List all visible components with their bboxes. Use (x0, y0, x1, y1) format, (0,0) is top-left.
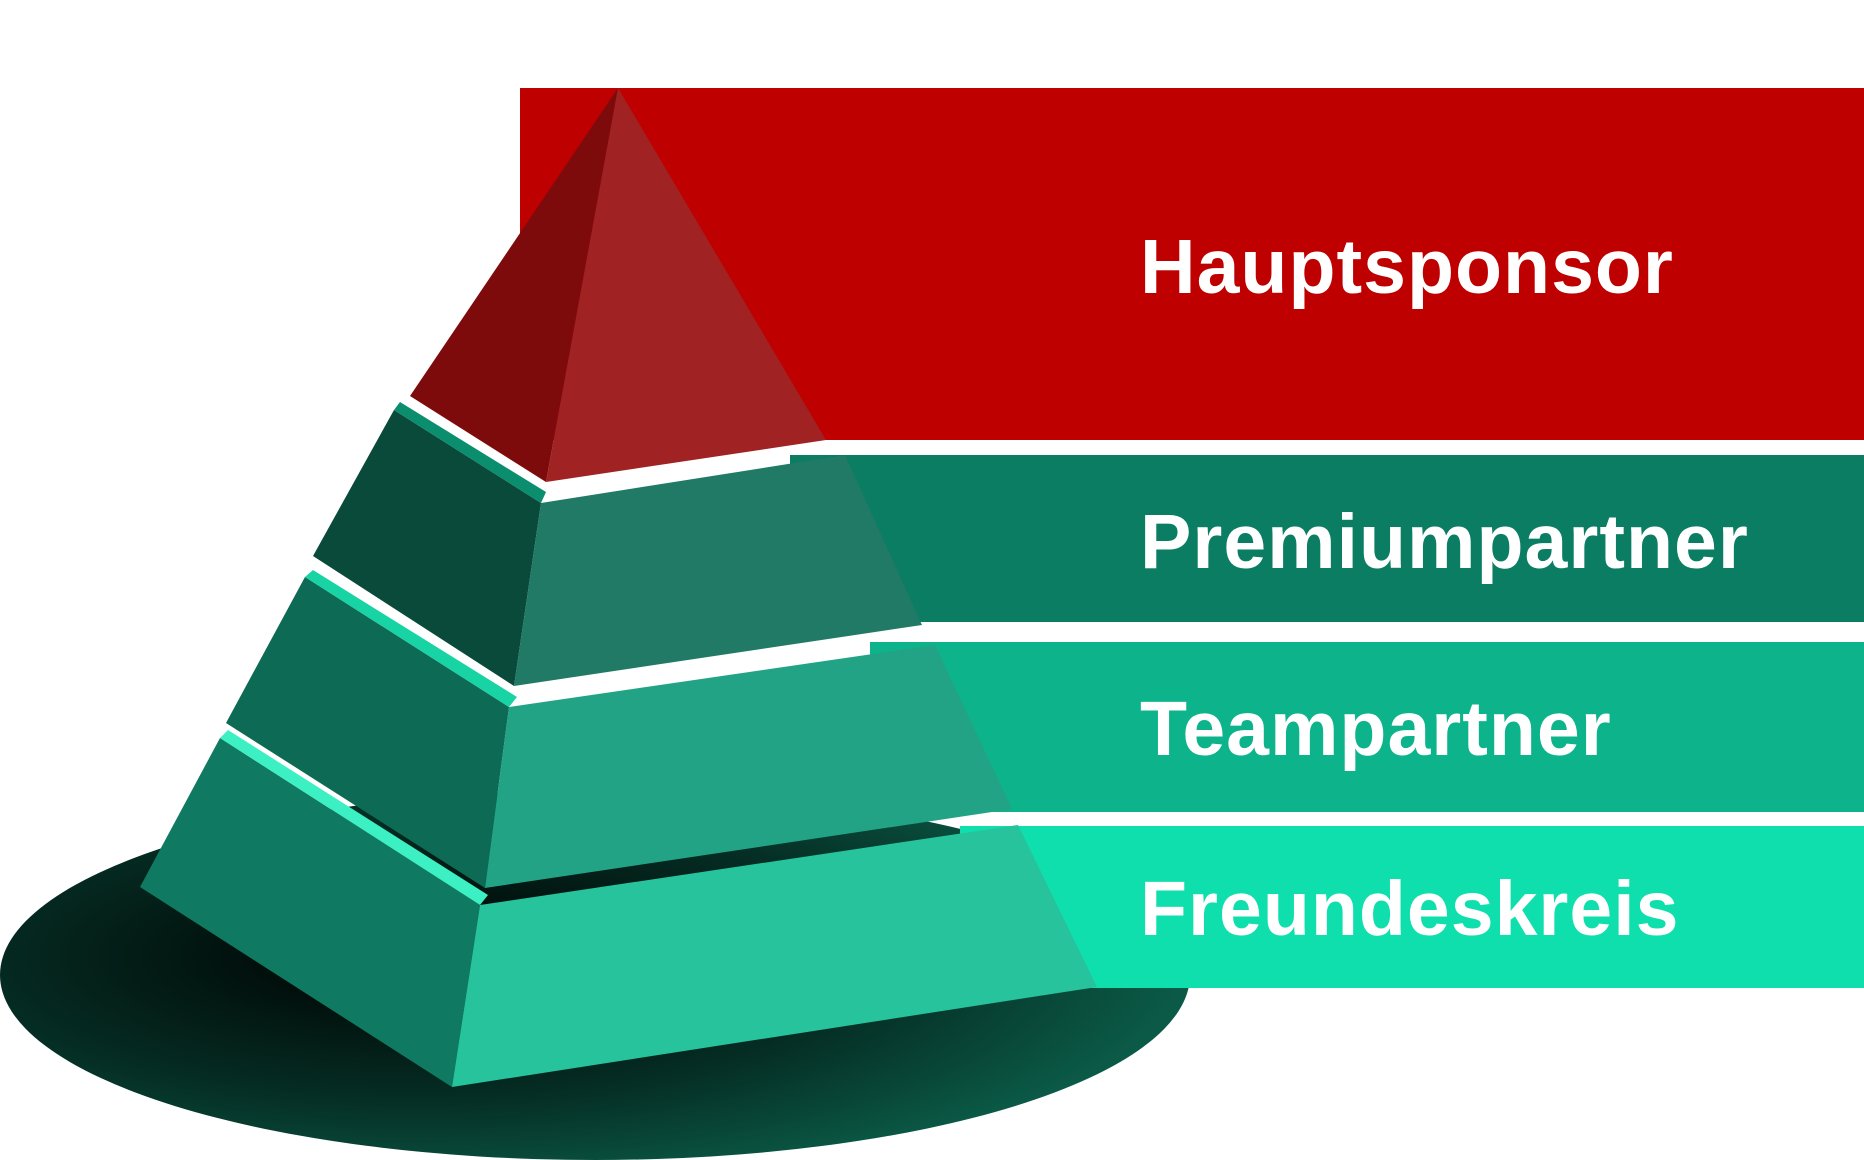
tier-labels: Hauptsponsor Premiumpartner Teampartner … (1140, 224, 1749, 952)
tier4-right-face (452, 825, 1097, 1087)
band-teampartner (870, 642, 1864, 812)
tier2-right-face (514, 455, 922, 686)
pyramid (140, 88, 1097, 1087)
tier1-right-face (546, 88, 826, 482)
tier4-rim (220, 730, 488, 905)
tier4-left-face (140, 738, 480, 1087)
tier3-rim (305, 570, 517, 707)
label-hauptsponsor: Hauptsponsor (1140, 224, 1674, 310)
band-freundeskreis (960, 826, 1864, 988)
tier3-right-face (485, 645, 1012, 888)
label-premiumpartner: Premiumpartner (1140, 499, 1749, 585)
tier-bands (520, 88, 1864, 988)
tier2-left-face (313, 410, 541, 686)
tier1-left-face (410, 88, 618, 482)
label-teampartner: Teampartner (1140, 686, 1612, 772)
band-premiumpartner (790, 455, 1864, 622)
tier2-rim (394, 402, 546, 503)
tier3-left-face (226, 577, 509, 888)
label-freundeskreis: Freundeskreis (1140, 866, 1679, 952)
